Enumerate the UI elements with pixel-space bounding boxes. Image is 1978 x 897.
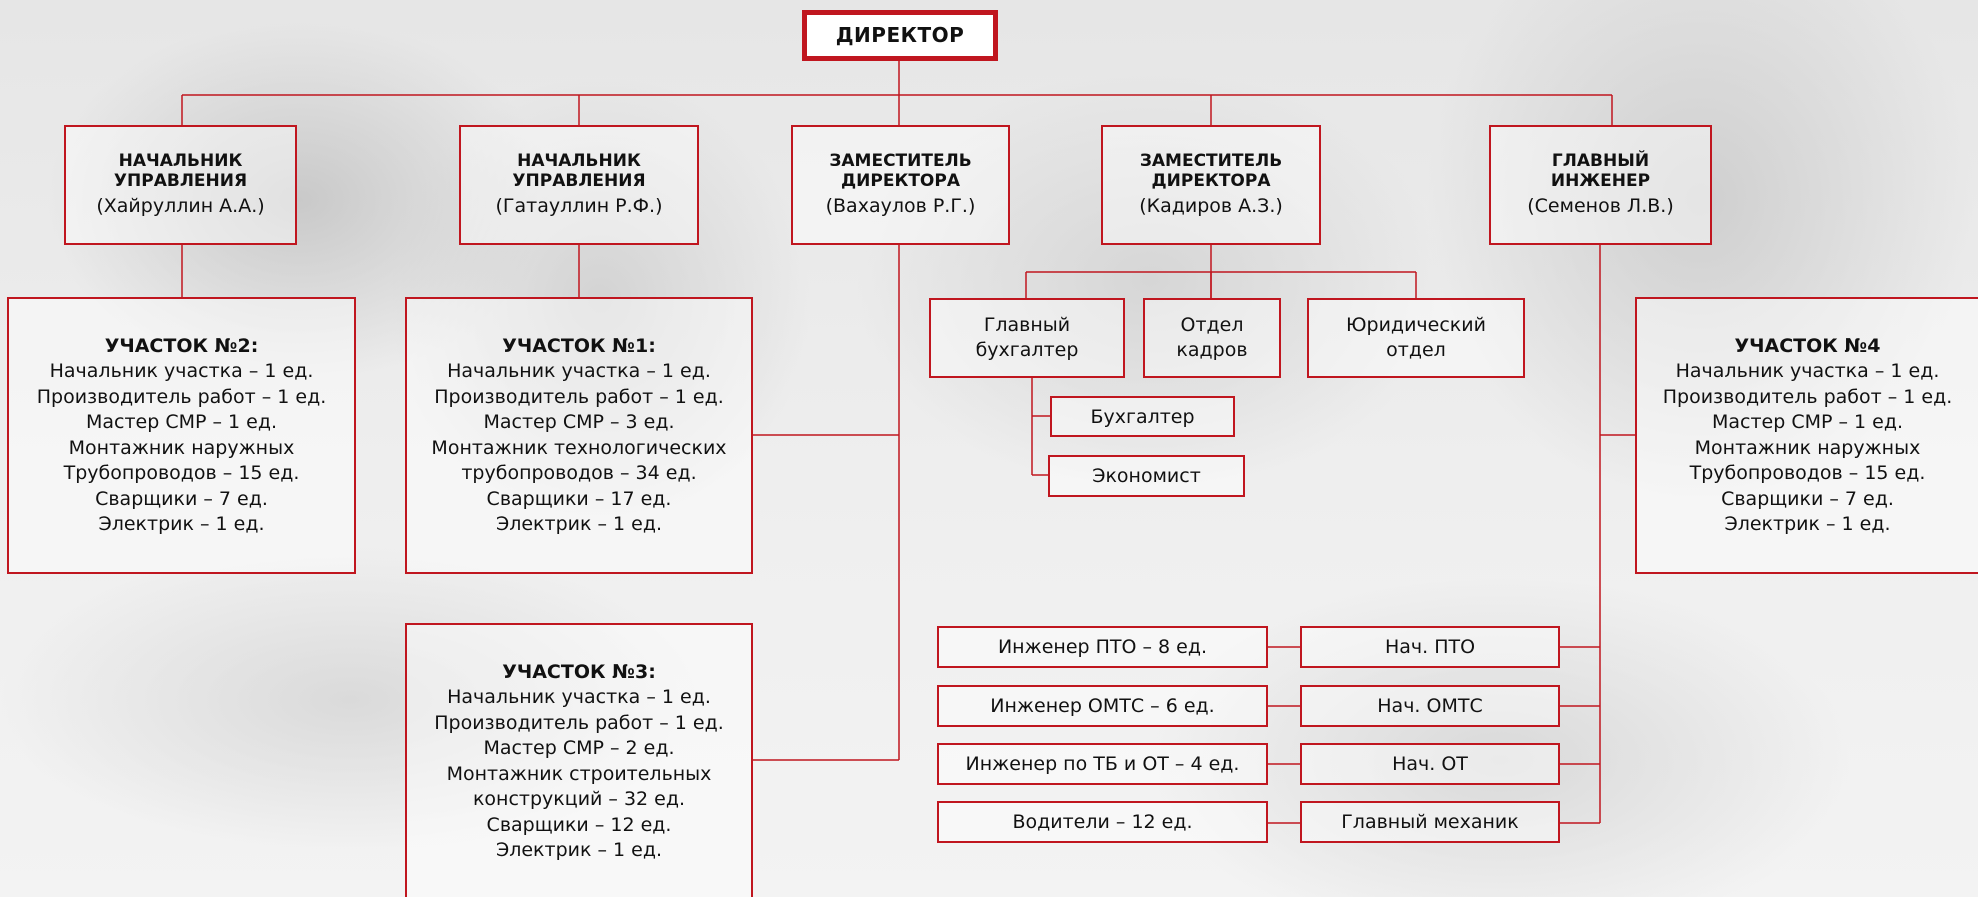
head-title: ДИРЕКТОРА: [841, 171, 960, 191]
staff-label: Инженер по ТБ и ОТ – 4 ед.: [965, 753, 1240, 775]
head-box-khairullin: НАЧАЛЬНИК УПРАВЛЕНИЯ (Хайруллин А.А.): [64, 125, 297, 245]
head-box-gataullin: НАЧАЛЬНИК УПРАВЛЕНИЯ (Гатауллин Р.Ф.): [459, 125, 699, 245]
site-line: Сварщики – 12 ед.: [486, 813, 672, 836]
site-line: Производитель работ – 1 ед.: [36, 385, 327, 408]
staff-label: Инженер ОМТС – 6 ед.: [990, 695, 1215, 717]
site-4-box: УЧАСТОК №4 Начальник участка – 1 ед. Про…: [1635, 297, 1978, 574]
legal-department-box: Юридический отдел: [1307, 298, 1525, 378]
dept-label: Экономист: [1092, 465, 1201, 487]
head-title: НАЧАЛЬНИК: [517, 151, 641, 171]
site-line: Начальник участка – 1 ед.: [447, 686, 711, 708]
site-line: Электрик – 1 ед.: [495, 839, 663, 861]
head-title: УПРАВЛЕНИЯ: [512, 171, 646, 191]
site-line: Начальник участка – 1 ед.: [49, 360, 314, 382]
head-box-kadirov: ЗАМЕСТИТЕЛЬ ДИРЕКТОРА (Кадиров А.З.): [1101, 125, 1321, 245]
site-line: Сварщики – 17 ед.: [486, 487, 672, 510]
head-name: (Хайруллин А.А.): [96, 195, 265, 217]
site-line: Начальник участка – 1 ед.: [1675, 360, 1940, 382]
site-title: УЧАСТОК №4: [1734, 335, 1881, 357]
dept-label: Отдел: [1180, 314, 1244, 336]
chief-mechanic-box: Главный механик: [1300, 801, 1560, 843]
dept-label: отдел: [1386, 339, 1446, 361]
site-line: Монтажник наружных: [1694, 436, 1921, 459]
dept-label: Юридический: [1346, 314, 1486, 336]
dept-label: кадров: [1176, 339, 1248, 361]
head-name: (Семенов Л.В.): [1527, 195, 1674, 217]
head-title: ДИРЕКТОРА: [1151, 171, 1271, 191]
engineer-safety-box: Инженер по ТБ и ОТ – 4 ед.: [937, 743, 1268, 785]
head-title: УПРАВЛЕНИЯ: [113, 171, 248, 191]
dept-label: Главный: [983, 314, 1071, 336]
site-3-box: УЧАСТОК №3: Начальник участка – 1 ед. Пр…: [405, 623, 753, 897]
site-line: Монтажник наружных: [68, 436, 295, 459]
chief-label: Нач. ОМТС: [1377, 695, 1483, 717]
chief-label: Нач. ОТ: [1392, 753, 1468, 775]
site-1-box: УЧАСТОК №1: Начальник участка – 1 ед. Пр…: [405, 297, 753, 574]
dept-label: Бухгалтер: [1090, 405, 1195, 428]
head-pto-box: Нач. ПТО: [1300, 626, 1560, 668]
site-line: Мастер СМР – 2 ед.: [483, 737, 675, 759]
head-box-semenov: ГЛАВНЫЙ ИНЖЕНЕР (Семенов Л.В.): [1489, 125, 1712, 245]
head-name: (Кадиров А.З.): [1139, 195, 1283, 217]
head-omts-box: Нач. ОМТС: [1300, 685, 1560, 727]
site-line: Производитель работ – 1 ед.: [434, 385, 724, 408]
site-title: УЧАСТОК №1:: [502, 335, 656, 357]
site-line: Электрик – 1 ед.: [495, 513, 663, 535]
engineer-omts-box: Инженер ОМТС – 6 ед.: [937, 685, 1268, 727]
staff-label: Инженер ПТО – 8 ед.: [997, 636, 1208, 658]
economist-box: Экономист: [1048, 455, 1245, 497]
site-line: Мастер СМР – 1 ед.: [1711, 411, 1904, 433]
head-name: (Вахаулов Р.Г.): [825, 195, 976, 217]
site-line: трубопроводов – 34 ед.: [461, 462, 697, 484]
site-line: Монтажник технологических: [431, 436, 727, 459]
chief-label: Нач. ПТО: [1384, 636, 1476, 658]
director-label: ДИРЕКТОР: [835, 23, 965, 47]
site-line: Производитель работ – 1 ед.: [1662, 385, 1953, 408]
head-title: ЗАМЕСТИТЕЛЬ: [829, 151, 972, 171]
head-title: ГЛАВНЫЙ: [1551, 151, 1650, 171]
head-safety-box: Нач. ОТ: [1300, 743, 1560, 785]
chief-label: Главный механик: [1341, 811, 1519, 833]
site-line: Начальник участка – 1 ед.: [447, 360, 711, 382]
dept-label: бухгалтер: [975, 339, 1079, 361]
site-line: Электрик – 1 ед.: [98, 513, 265, 535]
head-name: (Гатауллин Р.Ф.): [495, 195, 663, 217]
site-line: Трубопроводов – 15 ед.: [1689, 462, 1926, 484]
head-title: ИНЖЕНЕР: [1550, 171, 1651, 191]
head-title: НАЧАЛЬНИК: [118, 151, 243, 171]
site-2-box: УЧАСТОК №2: Начальник участка – 1 ед. Пр…: [7, 297, 356, 574]
site-line: Трубопроводов – 15 ед.: [63, 462, 300, 484]
director-box: ДИРЕКТОР: [802, 10, 998, 61]
site-line: Производитель работ – 1 ед.: [434, 711, 724, 734]
site-line: Сварщики – 7 ед.: [95, 487, 268, 510]
hr-department-box: Отдел кадров: [1143, 298, 1281, 378]
accountant-box: Бухгалтер: [1050, 396, 1235, 437]
site-line: Монтажник строительных: [446, 762, 712, 785]
drivers-box: Водители – 12 ед.: [937, 801, 1268, 843]
site-title: УЧАСТОК №2:: [104, 335, 259, 357]
site-line: Сварщики – 7 ед.: [1721, 487, 1894, 510]
site-line: конструкций – 32 ед.: [472, 788, 686, 810]
staff-label: Водители – 12 ед.: [1012, 811, 1193, 833]
site-line: Мастер СМР – 1 ед.: [85, 411, 278, 433]
site-line: Мастер СМР – 3 ед.: [483, 411, 675, 433]
chief-accountant-box: Главный бухгалтер: [929, 298, 1125, 378]
engineer-pto-box: Инженер ПТО – 8 ед.: [937, 626, 1268, 668]
site-line: Электрик – 1 ед.: [1724, 513, 1891, 535]
head-title: ЗАМЕСТИТЕЛЬ: [1139, 151, 1283, 171]
site-title: УЧАСТОК №3:: [502, 661, 656, 683]
head-box-vakhaulov: ЗАМЕСТИТЕЛЬ ДИРЕКТОРА (Вахаулов Р.Г.): [791, 125, 1010, 245]
